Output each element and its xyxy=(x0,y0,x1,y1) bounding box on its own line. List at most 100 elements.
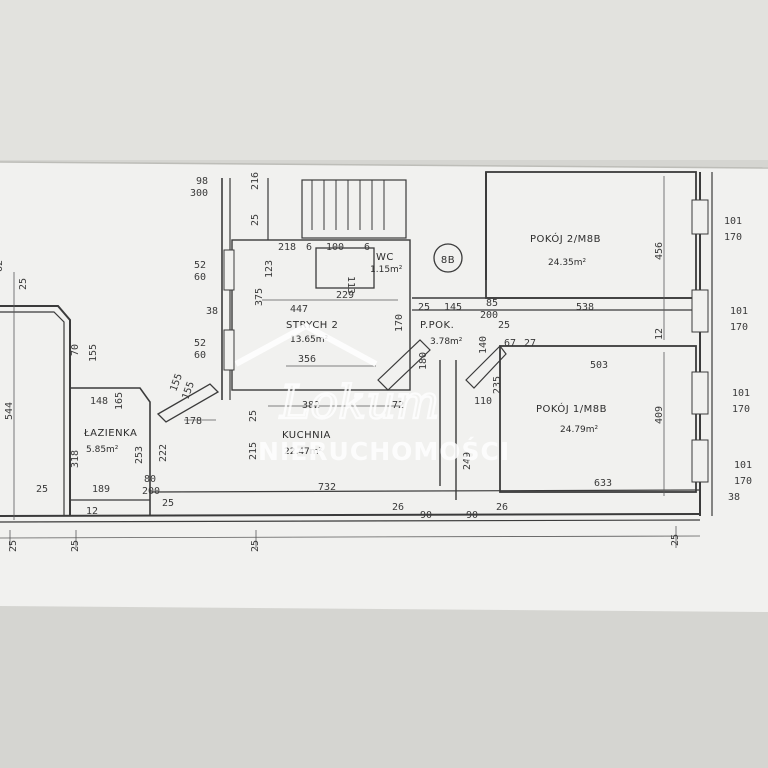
dim-label: 229 xyxy=(336,290,354,301)
dim-label: 26 xyxy=(392,502,404,513)
dim-label: 235 xyxy=(492,376,503,394)
unit-marker: 8B xyxy=(441,255,455,266)
dimension-labels: 62 25 544 25 98 300 216 25 218 6 100 6 1… xyxy=(0,172,752,552)
dim-label: 253 xyxy=(134,446,145,464)
dim-label: 100 xyxy=(326,242,344,253)
dim-label: 101 xyxy=(730,306,748,317)
dim-label: 170 xyxy=(734,476,752,487)
unit-marker-circle xyxy=(433,243,463,273)
room-label-lazienka: ŁAZIENKA xyxy=(83,428,137,439)
dim-label: 732 xyxy=(318,482,336,493)
dimension-lines xyxy=(0,176,701,548)
dim-label: 90 xyxy=(420,510,432,521)
dim-label: 178 xyxy=(184,416,202,427)
dim-label: 38 xyxy=(728,492,740,503)
plan-sheet xyxy=(0,162,768,612)
dim-label: 222 xyxy=(158,444,169,462)
dim-label: 25 xyxy=(36,484,48,495)
dim-label: 38 xyxy=(206,306,218,317)
dim-label: 447 xyxy=(290,304,308,315)
dim-label: 90 xyxy=(466,510,478,521)
dim-label: 52 xyxy=(194,260,206,271)
room-area-pokoj1: 24.79m² xyxy=(560,425,599,435)
dim-label: 25 xyxy=(498,320,510,331)
dim-label: 189 xyxy=(92,484,110,495)
dim-label: 80 xyxy=(144,474,156,485)
dim-label: 503 xyxy=(590,360,608,371)
room-area-pokoj2: 24.35m² xyxy=(548,258,587,268)
dim-label: 113 xyxy=(345,276,356,294)
room-area-kuchnia: 22.47m² xyxy=(284,447,323,457)
watermark-logo: Lokum xyxy=(279,375,439,429)
room-area-strych: 13.65m² xyxy=(290,335,329,345)
dim-label: 12 xyxy=(654,328,665,340)
dim-label: 456 xyxy=(654,242,665,260)
back-sheet xyxy=(0,0,768,160)
dim-label: 356 xyxy=(298,354,316,365)
dim-label: 215 xyxy=(248,442,259,460)
dim-label: 6 xyxy=(364,242,370,253)
room-area-wc: 1.15m² xyxy=(370,265,403,275)
dim-label: 25 xyxy=(70,540,81,552)
dim-label: 25 xyxy=(18,278,29,290)
dim-label: 216 xyxy=(250,172,261,190)
dim-label: 60 xyxy=(194,350,206,361)
room-label-ppok: P.POK. xyxy=(420,320,454,331)
dim-label: 101 xyxy=(732,388,750,399)
dim-label: 25 xyxy=(8,540,19,552)
dim-label: 110 xyxy=(474,396,492,407)
room-area-ppok: 3.78m² xyxy=(430,337,463,347)
dim-label: 101 xyxy=(724,216,742,227)
dim-label: 140 xyxy=(478,336,489,354)
dim-label: 25 xyxy=(162,498,174,509)
room-label-wc: WC xyxy=(376,252,394,263)
dim-label: 26 xyxy=(496,502,508,513)
dim-label: 27 xyxy=(524,338,536,349)
room-area-lazienka: 5.85m² xyxy=(86,445,119,455)
dim-label: 62 xyxy=(0,260,5,272)
dim-label: 249 xyxy=(462,452,473,470)
dim-label: 409 xyxy=(654,406,665,424)
room-label-pokoj1: POKÓJ 1/M8B xyxy=(536,402,607,415)
watermark-name: NIERUCHOMOŚCI xyxy=(258,436,510,466)
dim-label: 72 xyxy=(392,400,404,411)
dim-label: 25 xyxy=(250,214,261,226)
dim-label: 170 xyxy=(730,322,748,333)
dim-label: 98 xyxy=(196,176,208,187)
dim-label: 170 xyxy=(732,404,750,415)
room-label-pokoj2: POKÓJ 2/M8B xyxy=(530,232,601,245)
dim-label: 25 xyxy=(670,534,681,546)
dim-label: 12 xyxy=(86,506,98,517)
watermark-roof-icon xyxy=(234,322,378,367)
watermark: Lokum NIERUCHOMOŚCI xyxy=(234,322,510,466)
dim-label: 155 xyxy=(88,344,99,362)
dim-label: 165 xyxy=(114,392,125,410)
dim-label: 60 xyxy=(194,272,206,283)
dim-label: 218 xyxy=(278,242,296,253)
dim-label: 200 xyxy=(480,310,498,321)
windows xyxy=(223,199,709,483)
dim-label: 6 xyxy=(306,242,312,253)
dim-label: 25 xyxy=(418,302,430,313)
dim-label: 123 xyxy=(264,260,275,278)
dim-label: 148 xyxy=(90,396,108,407)
dim-label: 538 xyxy=(576,302,594,313)
dim-label: 70 xyxy=(70,344,81,356)
dim-label: 67 xyxy=(504,338,516,349)
dim-label: 375 xyxy=(254,288,265,306)
dim-label: 200 xyxy=(142,486,160,497)
dim-label: 544 xyxy=(4,402,15,420)
dim-label: 170 xyxy=(394,314,405,332)
dim-label: 300 xyxy=(190,188,208,199)
dim-label: 382 xyxy=(302,400,320,411)
dim-label: 633 xyxy=(594,478,612,489)
sheet-edge xyxy=(0,161,768,169)
dim-label: 25 xyxy=(248,410,259,422)
dim-label: 170 xyxy=(724,232,742,243)
dim-label: 180 xyxy=(418,352,429,370)
room-label-kuchnia: KUCHNIA xyxy=(282,430,331,441)
dim-label: 101 xyxy=(734,460,752,471)
dim-label: 318 xyxy=(70,450,81,468)
